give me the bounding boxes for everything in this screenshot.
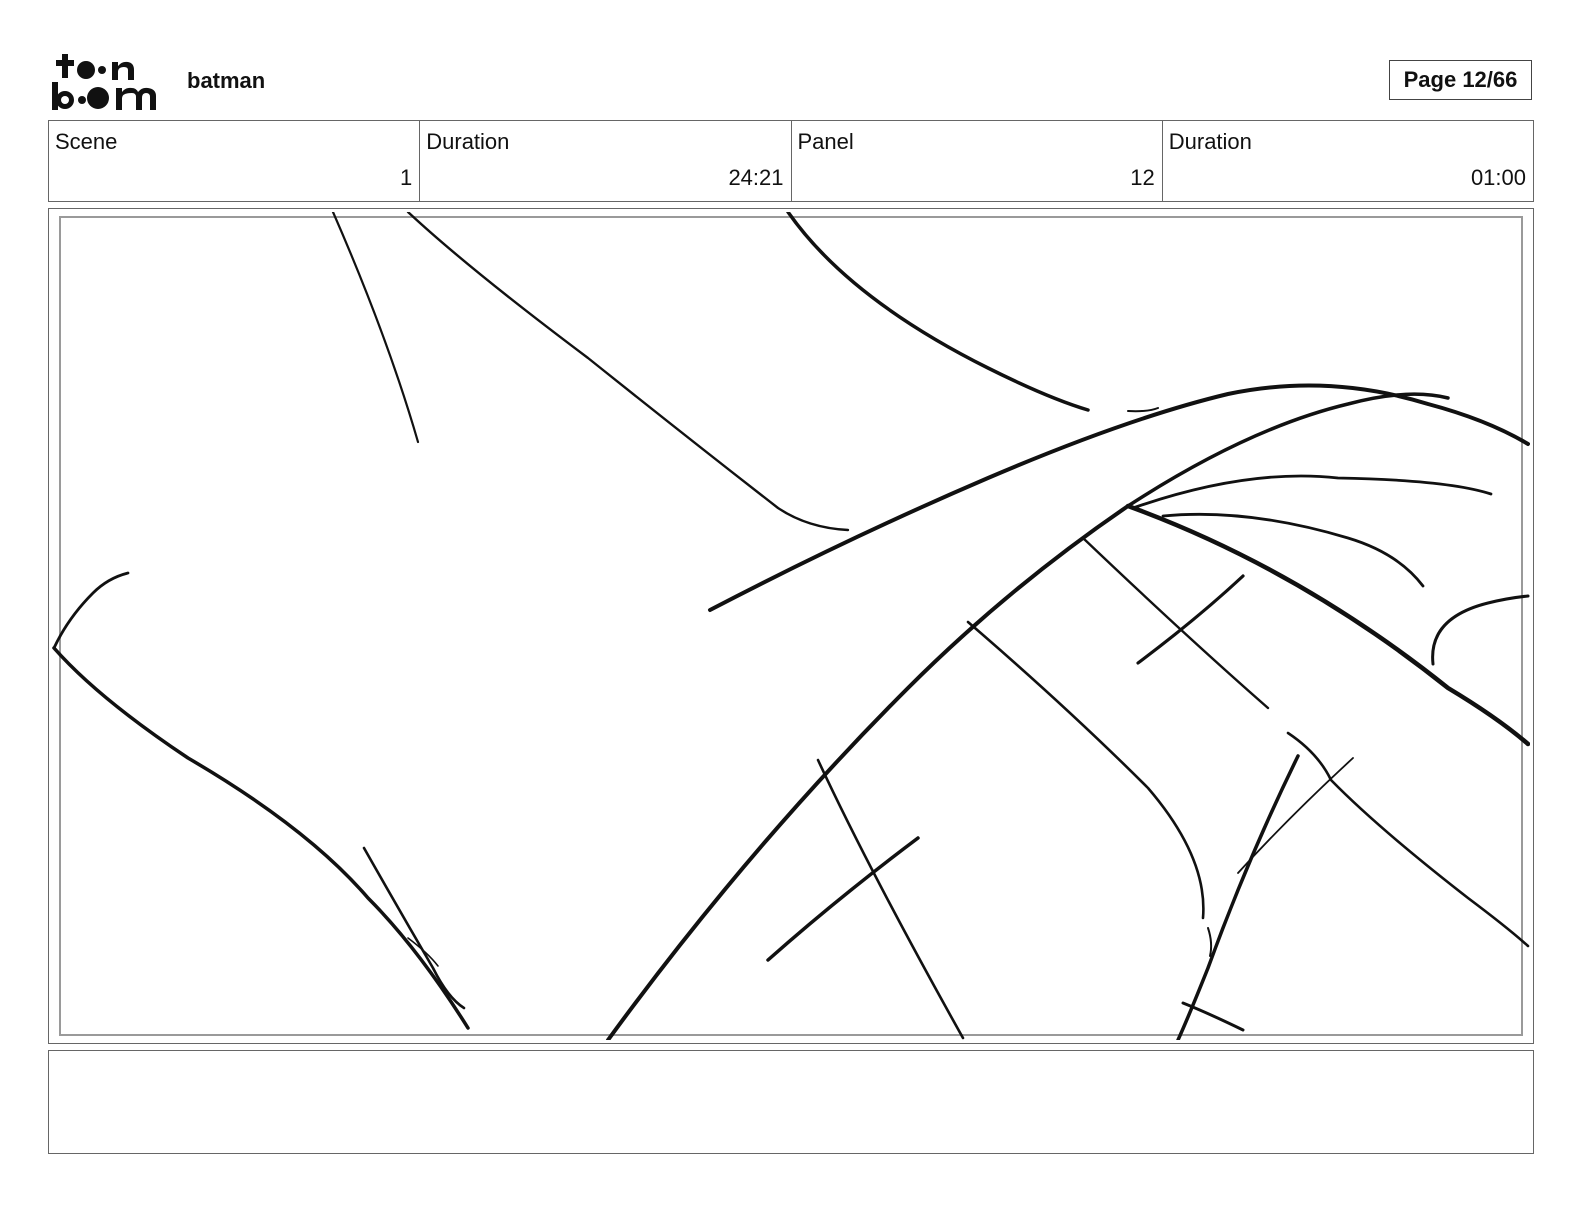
panel-label: Panel: [797, 129, 854, 154]
storyboard-panel-frame: [48, 208, 1534, 1044]
panel-cell: Panel 12: [792, 121, 1163, 201]
scene-cell: Scene 1: [49, 121, 421, 201]
scene-label: Scene: [55, 129, 118, 154]
scene-duration-cell: Duration 24:21: [420, 121, 792, 201]
toonboom-logo: [50, 52, 166, 112]
project-title: batman: [187, 68, 266, 93]
panel-duration-label: Duration: [1168, 129, 1252, 154]
panel-info-table: Scene 1 Duration 24:21 Panel 12 Duration…: [48, 120, 1534, 202]
page-indicator: Page 12/66: [1389, 60, 1532, 100]
panel-value: 12: [1130, 165, 1155, 190]
panel-duration-cell: Duration 01:00: [1163, 121, 1533, 201]
scene-value: 1: [400, 165, 413, 190]
scene-duration-value: 24:21: [728, 165, 784, 190]
scene-duration-label: Duration: [426, 129, 510, 154]
panel-notes-box: [48, 1050, 1534, 1154]
storyboard-sketch: [52, 212, 1530, 1040]
panel-duration-value: 01:00: [1470, 165, 1526, 190]
